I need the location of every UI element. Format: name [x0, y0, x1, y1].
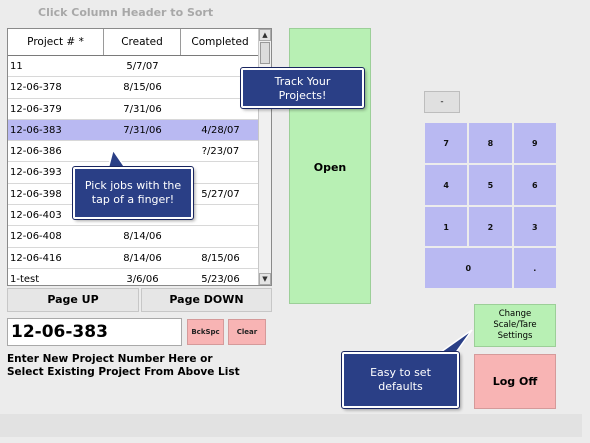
callout-line: defaults [378, 380, 423, 393]
cell-completed [181, 226, 260, 246]
table-row[interactable]: 12-06-416 8/14/06 8/15/06 [8, 248, 260, 269]
cell-completed: 5/23/06 [201, 273, 240, 285]
table-row[interactable]: 12-06-379 7/31/06 [8, 99, 260, 120]
table-row-selected[interactable]: 12-06-383 7/31/06 4/28/07 [8, 119, 260, 142]
keypad-key-0[interactable]: 0 [424, 247, 513, 289]
cell-completed: 8/15/06 [201, 252, 240, 264]
cell-completed: 4/28/07 [201, 124, 240, 136]
scroll-up-arrow-icon[interactable]: ▲ [259, 29, 271, 41]
cell-project: 11 [10, 61, 23, 72]
clear-button[interactable]: Clear [228, 319, 266, 345]
callout-track-projects: Track Your Projects! [240, 67, 365, 109]
column-header-project[interactable]: Project # * [8, 29, 104, 55]
project-number-input[interactable]: 12-06-383 [7, 318, 182, 346]
callout-pick-jobs: Pick jobs with the tap of a finger! [72, 166, 194, 220]
cell-project: 12-06-383 [10, 124, 62, 136]
page-up-button[interactable]: Page UP [7, 288, 139, 312]
instructions-line: Enter New Project Number Here or [7, 353, 213, 365]
callout-line: Easy to set [370, 366, 431, 379]
project-table[interactable]: Project # * Created Completed 11 5/7/07 1… [7, 28, 272, 286]
page-down-button[interactable]: Page DOWN [141, 288, 272, 312]
column-header-completed[interactable]: Completed [181, 29, 260, 55]
keypad-key-5[interactable]: 5 [468, 163, 513, 206]
cell-created: 8/15/06 [123, 82, 162, 94]
instructions-text: Enter New Project Number Here or Select … [7, 353, 287, 379]
cell-project: 12-06-379 [10, 103, 62, 115]
table-row[interactable]: 12-06-378 8/15/06 [8, 77, 260, 99]
numeric-keypad: 7 8 9 4 5 6 1 2 3 0 . [424, 122, 557, 289]
column-header-created[interactable]: Created [104, 29, 181, 55]
cell-project: 12-06-398 [10, 188, 62, 200]
table-row[interactable]: 12-06-408 8/14/06 [8, 226, 260, 248]
callout-line: Pick jobs with the [84, 179, 182, 192]
sort-hint: Click Column Header to Sort [38, 6, 214, 19]
log-off-button[interactable]: Log Off [474, 354, 556, 409]
cell-project: 12-06-386 [10, 146, 62, 158]
cell-created: 8/14/06 [123, 231, 162, 243]
cell-project: 12-06-378 [10, 82, 62, 94]
scroll-down-arrow-icon[interactable]: ▼ [259, 273, 271, 285]
cell-created: 3/6/06 [126, 273, 159, 285]
cell-project: 12-06-408 [10, 231, 62, 243]
cell-created [104, 141, 181, 161]
cell-completed: 5/27/07 [201, 188, 240, 200]
minus-button[interactable]: - [424, 91, 460, 113]
keypad-key-1[interactable]: 1 [424, 205, 469, 248]
keypad-key-7[interactable]: 7 [424, 122, 469, 164]
cell-created: 7/31/06 [123, 124, 162, 136]
change-scale-tare-settings-button[interactable]: Change Scale/Tare Settings [474, 304, 556, 347]
callout-easy-defaults: Easy to set defaults [341, 351, 460, 409]
backspace-button[interactable]: BckSpc [187, 319, 224, 345]
table-row[interactable]: 12-06-403 [8, 205, 260, 227]
callout-line: tap of a finger! [91, 193, 175, 206]
cell-created: 5/7/07 [126, 61, 159, 72]
callout-line: Track Your [274, 75, 331, 88]
footer-bar [0, 414, 582, 437]
cell-project: 12-06-393 [10, 167, 62, 179]
cell-project: 1-test [10, 273, 40, 285]
change-settings-label-line: Change [498, 309, 532, 319]
instructions-line: Select Existing Project From Above List [7, 366, 240, 378]
change-settings-label-line: Settings [497, 331, 533, 341]
keypad-key-decimal[interactable]: . [512, 247, 557, 289]
keypad-key-4[interactable]: 4 [424, 163, 469, 206]
cell-project: 12-06-403 [10, 210, 62, 222]
table-row[interactable]: 11 5/7/07 [8, 56, 260, 78]
keypad-key-3[interactable]: 3 [512, 205, 557, 248]
table-body: 11 5/7/07 12-06-378 8/15/06 12-06-379 7/31/… [8, 56, 260, 285]
keypad-key-8[interactable]: 8 [468, 122, 513, 164]
table-row[interactable]: 1-test 3/6/06 5/23/06 [8, 269, 260, 285]
cell-created: 8/14/06 [123, 252, 162, 264]
cell-project: 12-06-416 [10, 252, 62, 264]
keypad-key-2[interactable]: 2 [468, 205, 513, 248]
keypad-key-9[interactable]: 9 [512, 122, 557, 164]
change-settings-label-line: Scale/Tare [493, 320, 537, 330]
cell-completed: ?/23/07 [201, 146, 240, 158]
scroll-thumb[interactable] [260, 42, 270, 64]
open-button-label: Open [313, 161, 347, 174]
callout-line: Projects! [278, 89, 327, 102]
cell-created: 7/31/06 [123, 103, 162, 115]
keypad-key-6[interactable]: 6 [512, 163, 557, 206]
table-row[interactable]: 12-06-386 ?/23/07 [8, 141, 260, 163]
table-header: Project # * Created Completed [8, 29, 271, 56]
